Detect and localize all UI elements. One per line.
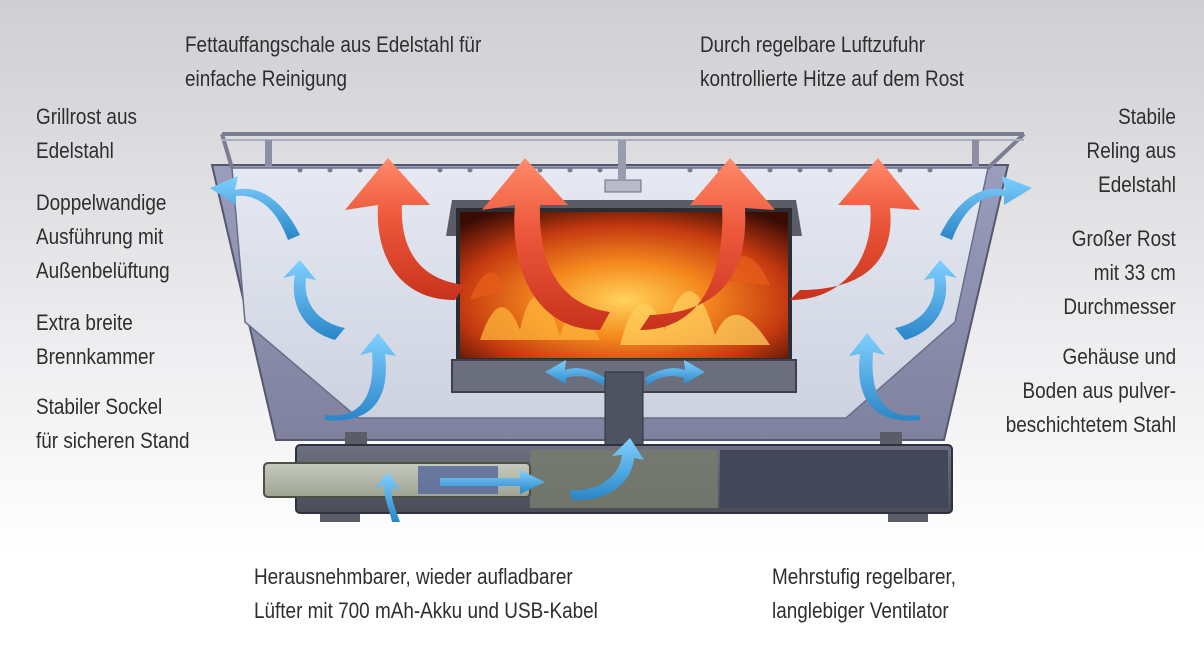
railing-posts <box>265 140 979 166</box>
label-line: Großer Rost <box>1071 226 1176 251</box>
label-line: Boden aus pulver- <box>1022 378 1176 403</box>
feet <box>320 432 928 522</box>
label-line: Extra breite <box>36 310 133 335</box>
label-line: Gehäuse und <box>1062 344 1176 369</box>
grill-rods <box>297 167 933 173</box>
label-line: Lüfter mit 700 mAh-Akku und USB-Kabel <box>254 598 598 623</box>
label-line: einfache Reinigung <box>185 66 348 91</box>
label-line: Grillrost aus <box>36 104 137 129</box>
label-line: Edelstahl <box>36 138 114 163</box>
label-line: Stabiler Sockel <box>36 394 163 419</box>
label-large-grate: Großer Rost mit 33 cm Durchmesser <box>1064 222 1176 324</box>
air-arrow-pipe-left <box>545 360 605 386</box>
fan-unit <box>720 450 948 508</box>
grate-handle <box>604 179 642 193</box>
hot-arrow-4 <box>790 158 920 300</box>
air-arrow-right-low <box>849 333 920 421</box>
air-arrow-right-mid <box>895 260 957 340</box>
label-railing: Stabile Reling aus Edelstahl <box>1087 100 1176 202</box>
air-arrow-left-top <box>210 176 300 240</box>
label-line: Doppelwandige <box>36 190 167 215</box>
label-line: mit 33 cm <box>1093 260 1176 285</box>
label-grease-tray: Fettauffangschale aus Edelstahl für einf… <box>185 28 481 96</box>
air-arrow-base-up <box>570 438 644 501</box>
label-combustion-chamber: Extra breite Brennkammer <box>36 306 155 374</box>
label-line: für sicheren Stand <box>36 428 190 453</box>
air-arrow-right-top <box>940 176 1032 240</box>
label-line: Mehrstufig regelbarer, <box>772 564 957 589</box>
hot-air-arrows <box>345 158 920 330</box>
air-arrow-left-low <box>325 333 396 421</box>
label-stable-base: Stabiler Sockel für sicheren Stand <box>36 390 190 458</box>
label-line: Ausführung mit <box>36 224 164 249</box>
label-line: beschichtetem Stahl <box>1005 412 1176 437</box>
label-line: langlebiger Ventilator <box>772 598 949 623</box>
air-arrow-pipe-right <box>645 360 705 386</box>
label-housing: Gehäuse und Boden aus pulver- beschichte… <box>1006 340 1176 442</box>
air-arrow-base-right <box>440 470 545 494</box>
hot-arrow-1 <box>345 158 465 300</box>
label-grill-grate: Grillrost aus Edelstahl <box>36 100 137 168</box>
air-arrow-fan-in <box>375 472 400 522</box>
label-line: Reling aus <box>1086 138 1176 163</box>
label-line: Durchmesser <box>1063 294 1176 319</box>
label-line: Fettauffangschale aus Edelstahl für <box>185 32 482 57</box>
label-line: Durch regelbare Luftzufuhr <box>700 32 926 57</box>
air-arrow-left-mid <box>283 260 345 340</box>
label-double-wall: Doppelwandige Ausführung mit Außenbelüft… <box>36 186 170 288</box>
hot-arrow-3 <box>640 158 775 330</box>
label-line: Stabile <box>1118 104 1176 129</box>
label-air-supply: Durch regelbare Luftzufuhr kontrollierte… <box>700 28 964 96</box>
label-removable-fan: Herausnehmbarer, wieder aufladbarer Lüft… <box>254 560 598 628</box>
label-line: Brennkammer <box>36 344 155 369</box>
label-line: Außenbelüftung <box>36 258 170 283</box>
air-pipe <box>604 371 644 451</box>
label-ventilator: Mehrstufig regelbarer, langlebiger Venti… <box>772 560 956 628</box>
label-line: Herausnehmbarer, wieder aufladbarer <box>254 564 573 589</box>
label-line: Edelstahl <box>1098 172 1176 197</box>
label-line: kontrollierte Hitze auf dem Rost <box>700 66 964 91</box>
hot-arrow-2 <box>482 158 610 330</box>
cool-air-arrows <box>210 176 1032 522</box>
